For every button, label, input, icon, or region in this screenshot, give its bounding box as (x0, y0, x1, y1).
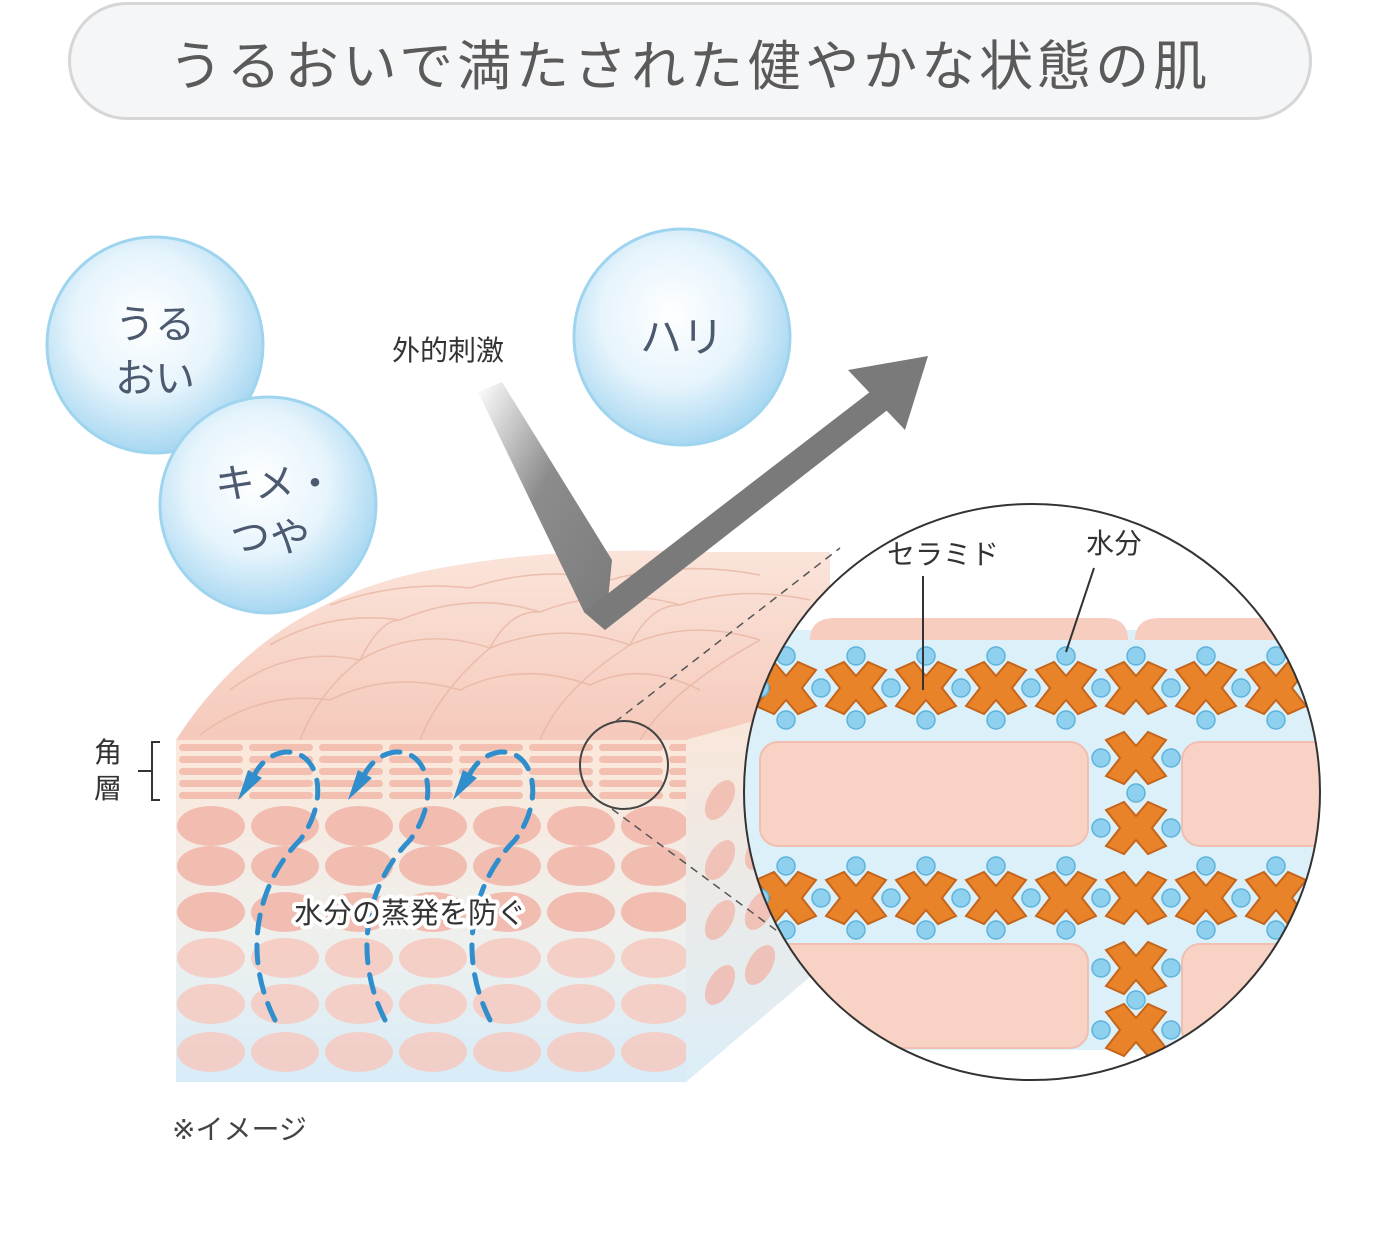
prevent-evaporation-label: 水分の蒸発を防ぐ (294, 896, 526, 930)
stratum-corneum-bracket (138, 741, 160, 801)
bubble-uruoi-line1: うる (115, 302, 195, 348)
ceramide-row-top (754, 660, 1308, 716)
skin-block (176, 550, 830, 1082)
bubble-kime: キメ・ つや (158, 395, 378, 615)
stratum-corneum-label-2: 層 (94, 772, 122, 805)
bubble-uruoi-line2: おい (115, 356, 195, 402)
bubble-kime-line2: つや (230, 515, 310, 561)
prevent-evaporation-halo: 水分の蒸発を防ぐ (294, 896, 526, 930)
ceramide-row-bottom (754, 870, 1308, 926)
ceramide-column (1104, 730, 1168, 1058)
magnifier-small-circle (579, 720, 669, 810)
moisture-leader-line (1065, 567, 1095, 653)
bubble-hari: ハリ (572, 227, 792, 447)
bubble-uruoi: うる おい (45, 235, 265, 455)
moisture-loop-arrows (247, 749, 536, 1023)
magnifier-connector-top (614, 547, 841, 723)
external-stimulus-label: 外的刺激 (392, 334, 504, 367)
external-stimulus-arrow (478, 356, 928, 630)
title-banner: うるおいで満たされた健やかな状態の肌 (68, 2, 1312, 120)
bubble-kime-line1: キメ・ (215, 461, 335, 507)
ceramide-label: セラミド (887, 538, 999, 571)
page-title: うるおいで満たされた健やかな状態の肌 (168, 34, 1212, 98)
stratum-corneum-label-1: 角 (94, 736, 122, 769)
moisture-label: 水分 (1086, 527, 1142, 560)
bubble-hari-label: ハリ (640, 313, 724, 362)
zoom-circle (743, 503, 1321, 1081)
moisture-loop-arrowheads (238, 770, 477, 800)
image-note: ※イメージ (172, 1113, 307, 1146)
